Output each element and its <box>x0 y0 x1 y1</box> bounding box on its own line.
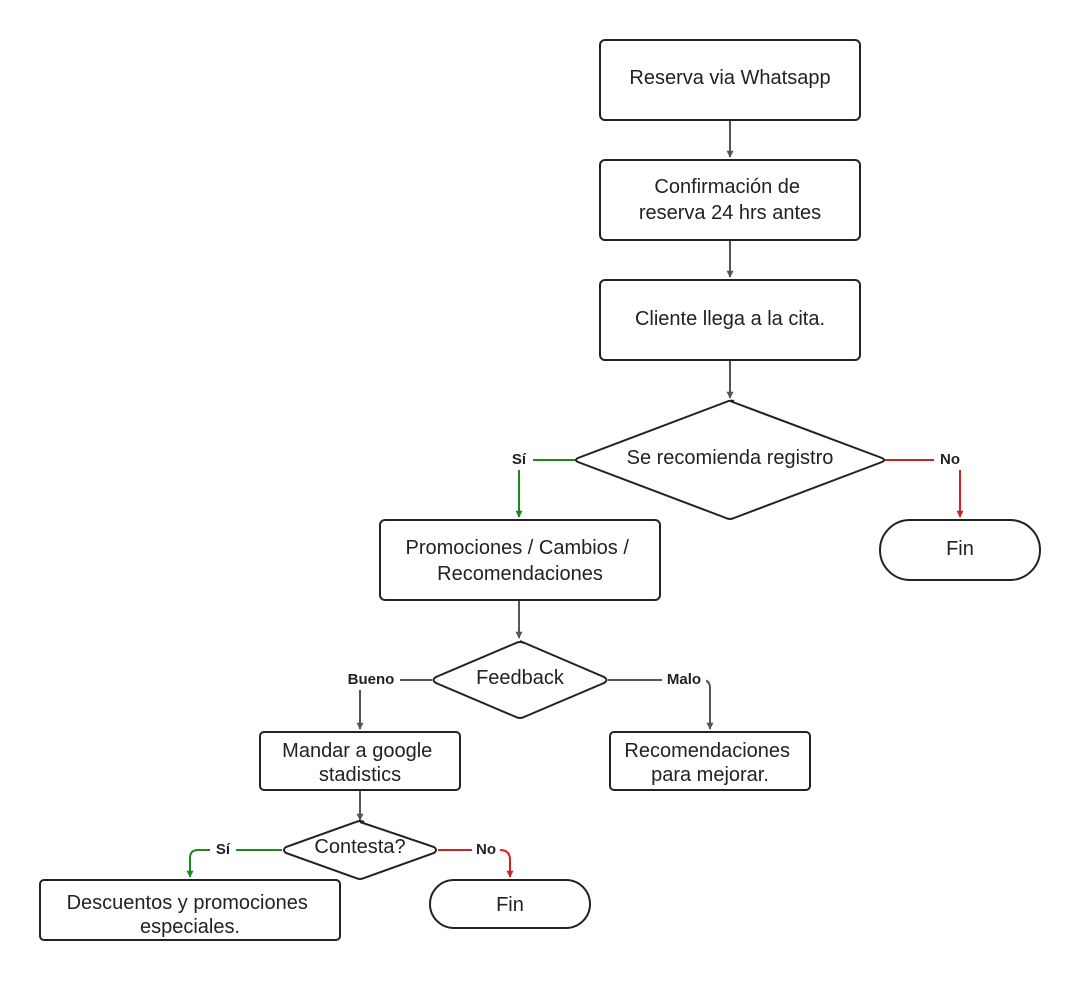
node-cliente-label: Cliente llega a la cita. <box>635 308 825 330</box>
node-mejorar-line-2: para mejorar. <box>651 764 769 786</box>
node-fin-1[interactable]: Fin <box>879 519 1041 581</box>
node-contesta[interactable]: Contesta? <box>283 820 437 880</box>
node-mejorar-label: Recomendaciones para mejorar. <box>624 740 795 786</box>
node-mandar-line-2: stadistics <box>319 764 401 786</box>
node-descuentos-line-2: especiales. <box>140 916 240 938</box>
node-promociones[interactable]: Promociones / Cambios / Recomendaciones <box>379 519 661 601</box>
node-mejorar[interactable]: Recomendaciones para mejorar. <box>609 731 811 791</box>
node-reserva[interactable]: Reserva via Whatsapp <box>599 39 861 121</box>
node-descuentos[interactable]: Descuentos y promociones especiales. <box>39 879 341 941</box>
node-fin-1-label: Fin <box>946 538 974 560</box>
edge-contesta-no <box>438 849 514 878</box>
node-confirmacion-label: Confirmación de reserva 24 hrs antes <box>639 176 821 224</box>
node-confirmacion-line-1: Confirmación de <box>654 176 800 198</box>
node-contesta-label: Contesta? <box>314 836 405 858</box>
node-feedback[interactable]: Feedback <box>432 640 608 719</box>
node-reserva-label: Reserva via Whatsapp <box>629 67 830 89</box>
edge-labels: Sí No Bueno Malo Sí No <box>210 448 966 860</box>
node-descuentos-label: Descuentos y promociones especiales. <box>67 892 314 938</box>
node-fin-2[interactable]: Fin <box>429 879 591 929</box>
node-fin-2-label: Fin <box>496 894 524 916</box>
label-recomienda-no: No <box>940 451 960 468</box>
node-confirmacion-line-2: reserva 24 hrs antes <box>639 202 821 224</box>
node-feedback-label: Feedback <box>476 667 565 689</box>
node-cliente[interactable]: Cliente llega a la cita. <box>599 279 861 361</box>
label-contesta-si: Sí <box>216 841 231 858</box>
node-descuentos-line-1: Descuentos y promociones <box>67 892 308 914</box>
label-feedback-malo: Malo <box>667 671 701 688</box>
node-promociones-label: Promociones / Cambios / Recomendaciones <box>406 537 635 585</box>
node-confirmacion[interactable]: Confirmación de reserva 24 hrs antes <box>599 159 861 241</box>
node-mejorar-line-1: Recomendaciones <box>624 740 790 762</box>
node-promociones-line-2: Recomendaciones <box>437 563 603 585</box>
node-mandar-line-1: Mandar a google <box>282 740 432 762</box>
node-mandar[interactable]: Mandar a google stadistics <box>259 731 461 791</box>
node-recomienda[interactable]: Se recomienda registro <box>575 399 885 520</box>
node-promociones-line-1: Promociones / Cambios / <box>406 537 630 559</box>
node-recomienda-label: Se recomienda registro <box>627 447 834 469</box>
edge-contesta-si <box>186 849 282 878</box>
label-contesta-no: No <box>476 841 496 858</box>
node-mandar-label: Mandar a google stadistics <box>282 740 438 786</box>
label-recomienda-si: Sí <box>512 451 527 468</box>
label-feedback-bueno: Bueno <box>348 671 395 688</box>
